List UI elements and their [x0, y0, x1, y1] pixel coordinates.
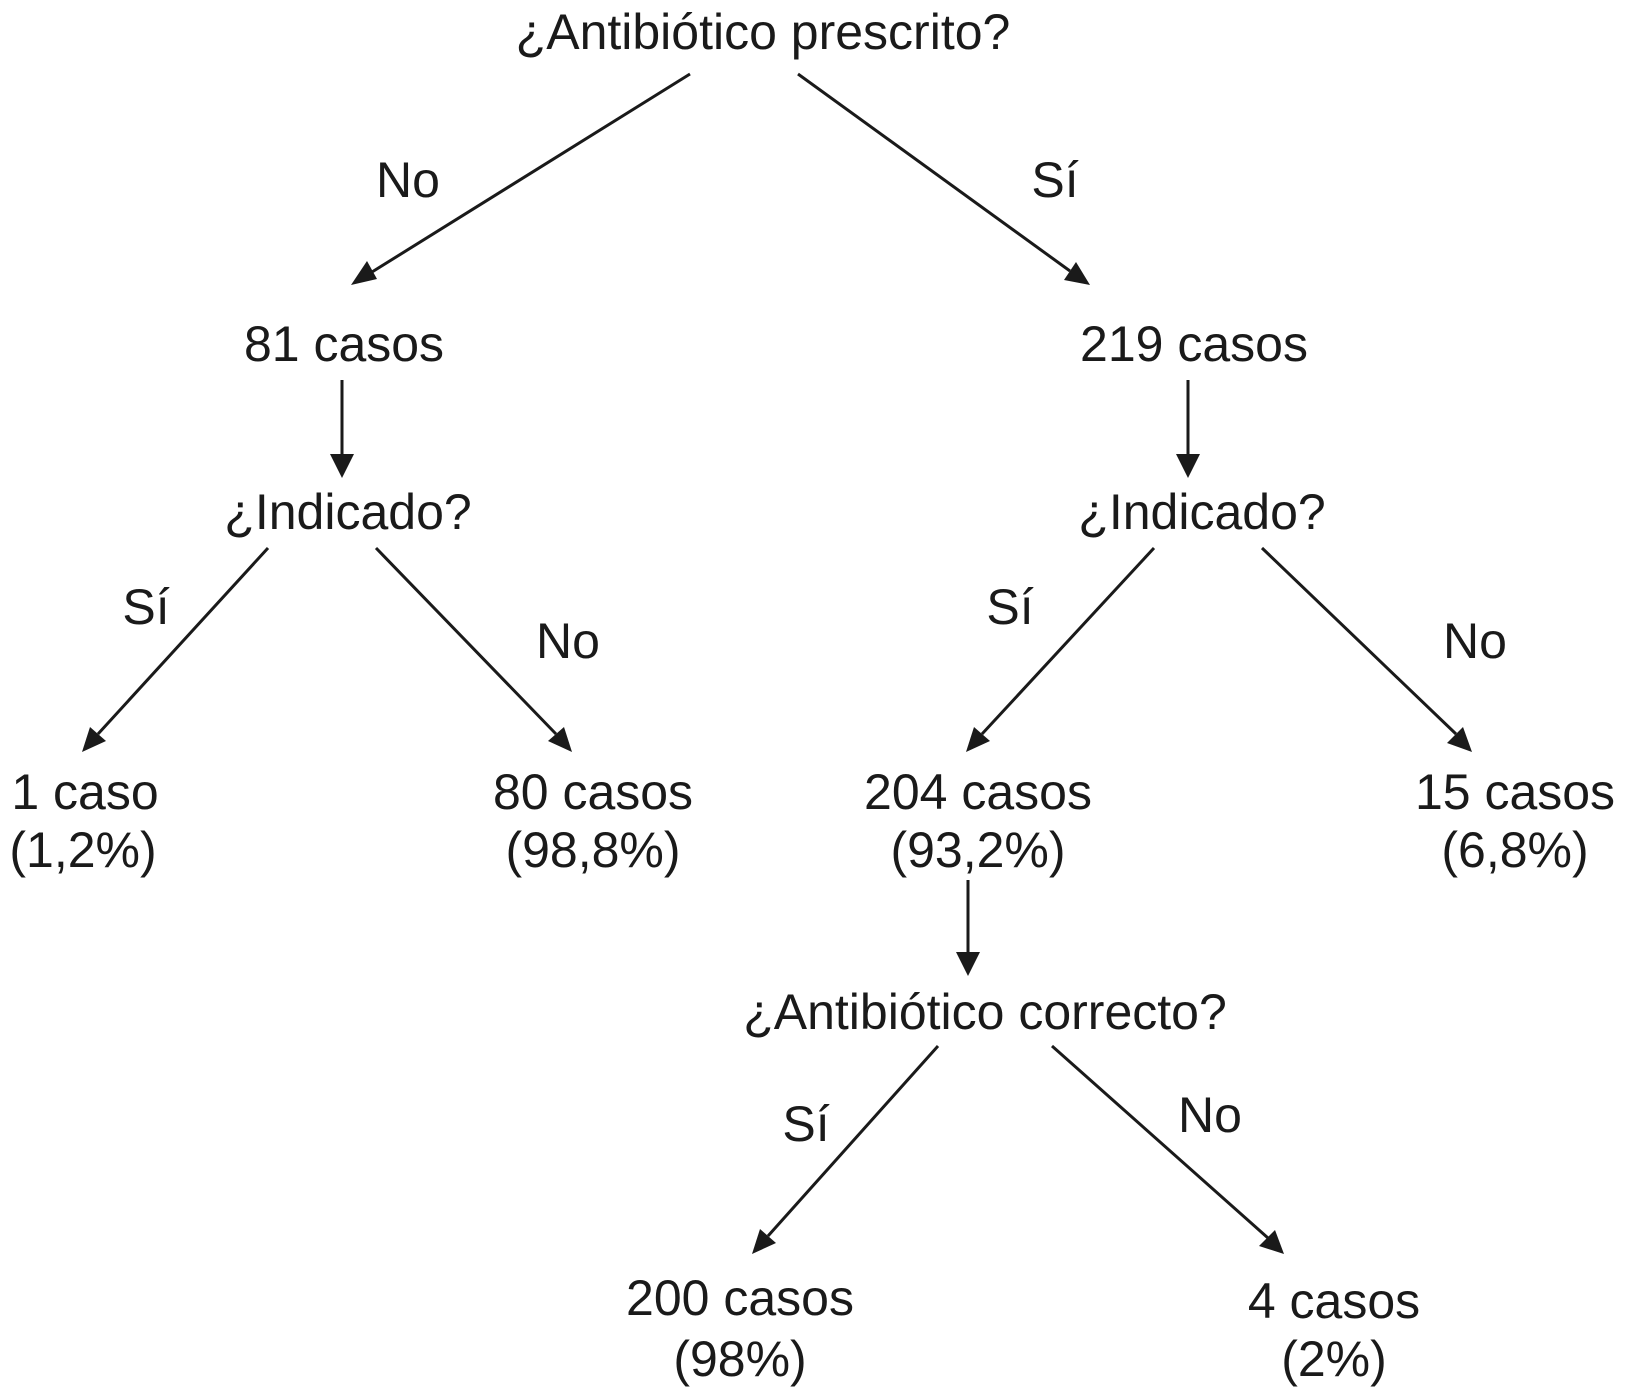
- node-right-yes-cases: 204 casos: [864, 764, 1092, 820]
- edge-219-to-indicado: [1176, 380, 1200, 478]
- branch-label-right-yes: Sí: [986, 579, 1033, 635]
- edge-left-indicado-to-no: [374, 546, 572, 752]
- edge-left-indicado-to-yes: [82, 546, 270, 752]
- node-right-cases: 219 casos: [1080, 316, 1308, 372]
- leaf-left-no-percent: (98,8%): [505, 822, 680, 878]
- edge-right-indicado-to-yes: [966, 546, 1156, 752]
- edge-204-to-correcto: [956, 880, 980, 976]
- branch-label-right-no: No: [1443, 613, 1507, 669]
- branch-label-correcto-yes: Sí: [782, 1096, 829, 1152]
- branch-label-correcto-no: No: [1178, 1087, 1242, 1143]
- edge-correcto-to-no: [1051, 1044, 1284, 1254]
- leaf-right-no-cases: 15 casos: [1415, 764, 1615, 820]
- edge-right-indicado-to-no: [1260, 546, 1472, 752]
- node-correcto-question: ¿Antibiótico correcto?: [743, 984, 1227, 1040]
- branch-label-root-no: No: [376, 152, 440, 208]
- leaf-correcto-yes-cases: 200 casos: [626, 1270, 854, 1326]
- branch-label-root-yes: Sí: [1031, 152, 1078, 208]
- leaf-left-yes-cases: 1 caso: [11, 764, 158, 820]
- edge-root-to-yes: [797, 72, 1090, 285]
- leaf-right-no-percent: (6,8%): [1441, 822, 1588, 878]
- edge-root-to-no: [351, 72, 691, 285]
- node-right-question: ¿Indicado?: [1078, 484, 1325, 540]
- branch-label-left-no: No: [536, 613, 600, 669]
- leaf-correcto-no-percent: (2%): [1281, 1331, 1387, 1387]
- leaf-correcto-no-cases: 4 casos: [1248, 1273, 1420, 1329]
- branch-label-left-yes: Sí: [122, 579, 169, 635]
- leaf-left-no-cases: 80 casos: [493, 764, 693, 820]
- node-left-question: ¿Indicado?: [224, 484, 471, 540]
- node-left-cases: 81 casos: [244, 316, 444, 372]
- node-right-yes-percent: (93,2%): [890, 822, 1065, 878]
- leaf-correcto-yes-percent: (98%): [673, 1331, 806, 1387]
- edge-correcto-to-yes: [752, 1044, 940, 1254]
- edge-81-to-indicado: [330, 380, 354, 478]
- root-question: ¿Antibiótico prescrito?: [516, 4, 1011, 60]
- leaf-left-yes-percent: (1,2%): [9, 822, 156, 878]
